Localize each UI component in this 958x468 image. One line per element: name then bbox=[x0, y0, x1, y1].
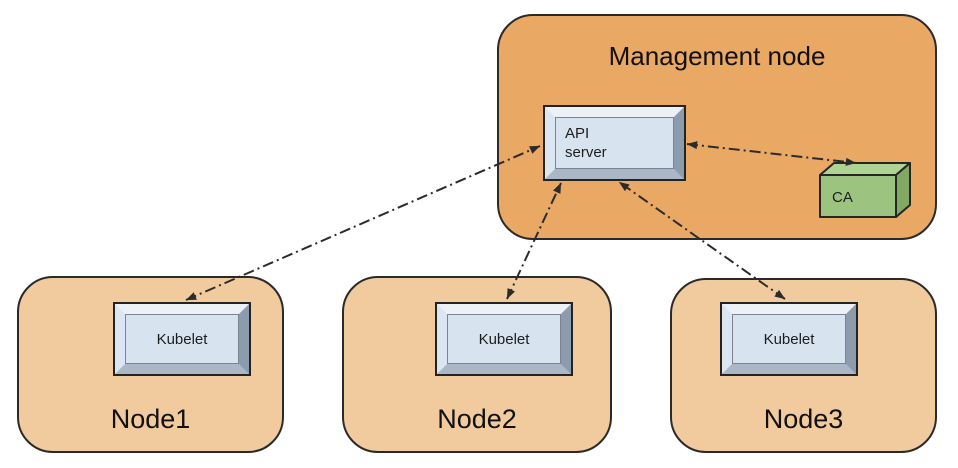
api-server-label: API server bbox=[565, 125, 607, 161]
ca-box-front-face bbox=[819, 174, 897, 218]
node2-label: Node2 bbox=[437, 404, 517, 434]
node1-kubelet-box: Kubelet bbox=[113, 302, 251, 376]
node1-label: Node1 bbox=[110, 404, 191, 434]
node3-label: Node3 bbox=[763, 404, 844, 434]
ca-label: CA bbox=[832, 189, 853, 206]
node1-box: Kubelet Node1 bbox=[17, 276, 284, 453]
ca-box-top-face bbox=[819, 162, 911, 176]
api-server-label-wrap: API server bbox=[555, 117, 674, 169]
node3-kubelet-label: Kubelet bbox=[763, 330, 815, 348]
node3-kubelet-box: Kubelet bbox=[720, 302, 858, 376]
management-node-title: Management node bbox=[608, 41, 826, 71]
node2-kubelet-label: Kubelet bbox=[478, 330, 530, 348]
node1-kubelet-label: Kubelet bbox=[156, 330, 208, 348]
node2-kubelet-box: Kubelet bbox=[435, 302, 573, 376]
node3-box: Kubelet Node3 bbox=[670, 278, 937, 453]
management-node-box: Management node API server CA bbox=[497, 14, 937, 240]
node2-box: Kubelet Node2 bbox=[342, 276, 612, 453]
ca-box: CA bbox=[819, 162, 911, 218]
api-server-box: API server bbox=[543, 105, 686, 181]
